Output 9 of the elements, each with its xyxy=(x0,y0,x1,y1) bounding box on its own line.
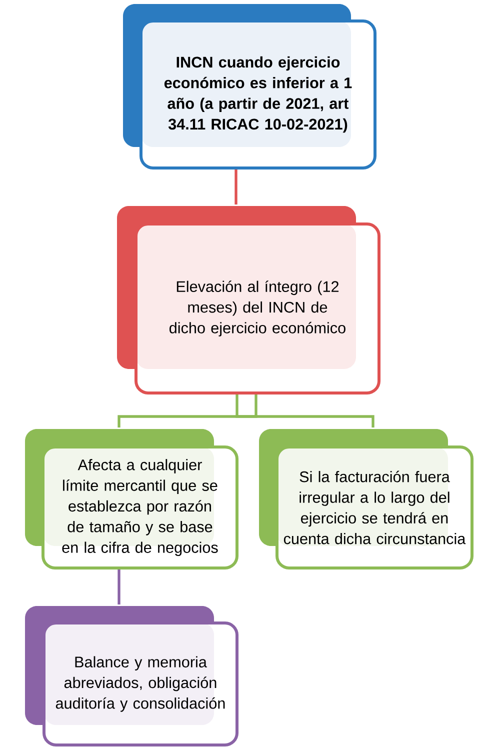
process-box: Balance y memoria abreviados, obligación auditoría y consolidación xyxy=(25,606,238,746)
process-box: Elevación al íntegro (12 meses) del INCN de dicho ejercicio económico xyxy=(117,206,380,394)
connector-line xyxy=(234,170,238,204)
connector-line xyxy=(118,570,120,604)
process-box: Afecta a cualquier límite mercantil que se establezca por razón de tamaño y se base en la cifra de negocios xyxy=(25,429,238,570)
process-box: INCN cuando ejercicio económico es inferior a 1 año (a partir de 2021, art 34.11 RICAC 10-02-2021) xyxy=(123,4,376,170)
process-box: Si la facturación fuera irregular a lo largo del ejercicio se tendrá en cuenta dicha circunstancia xyxy=(259,429,474,570)
connector-line xyxy=(118,394,258,428)
connector-line xyxy=(236,394,374,428)
